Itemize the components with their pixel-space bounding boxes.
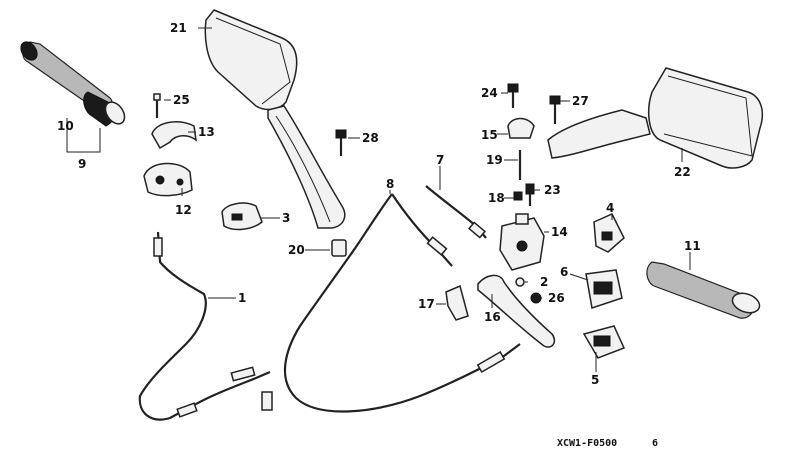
bracket-17 [445,284,469,321]
screw-18 [513,191,523,201]
right-mirror [547,67,764,169]
lever-bracket [499,213,545,271]
diagram-code-suffix: 6 [652,438,658,449]
callout-12: 12 [175,203,192,217]
callout-11: 11 [684,239,701,253]
bolt-24 [507,83,519,108]
callout-16: 16 [484,310,501,324]
left-mirror [204,9,346,229]
leader-lines [66,27,691,372]
callout-24: 24 [481,86,498,100]
callout-22: 22 [674,165,691,179]
callout-1: 1 [238,291,246,305]
switch-3 [221,202,263,231]
bolt-23 [525,183,535,206]
callout-14: 14 [551,225,568,239]
throttle-cable [138,231,273,421]
throttle-grip [20,41,126,127]
callout-19: 19 [486,153,503,167]
callout-20: 20 [288,243,305,257]
diagram-code-text: XCW1-F0500 [557,438,617,449]
switch-4 [593,213,625,253]
collar-20 [331,239,347,257]
callout-4: 4 [606,201,614,215]
callout-27: 27 [572,94,589,108]
callout-28-left: 28 [362,131,379,145]
switch-5 [582,325,626,359]
callout-8: 8 [386,177,394,191]
callout-9: 9 [78,157,86,171]
clamp-15 [507,117,535,139]
callout-23: 23 [544,183,561,197]
housing-12 [143,162,193,197]
bolt-27 [549,95,561,124]
callout-6: 6 [560,265,568,279]
callout-15: 15 [481,128,498,142]
clutch-lever [477,274,556,348]
callout-7: 7 [436,153,444,167]
callout-26: 26 [548,291,565,305]
housing-13 [151,121,197,150]
right-grip [646,261,761,319]
callout-10: 10 [57,119,74,133]
callout-21: 21 [170,21,187,35]
callout-17: 17 [418,297,435,311]
callout-labels: 21 10 9 25 13 12 3 20 28 1 8 7 24 27 15 … [57,21,701,387]
bolt-28-left [335,129,347,156]
wire-7 [425,185,487,239]
callout-5: 5 [591,373,599,387]
washer-2 [515,277,525,287]
clutch-cable [283,193,521,413]
callout-25: 25 [173,93,190,107]
callout-2: 2 [540,275,548,289]
diagram-code: XCW1-F0500 6 [557,438,658,449]
callout-18: 18 [488,191,505,205]
callout-13: 13 [198,125,215,139]
nut-26 [530,292,542,304]
switch-6 [585,269,623,309]
callout-3: 3 [282,211,290,225]
bolt-25 [153,93,161,118]
